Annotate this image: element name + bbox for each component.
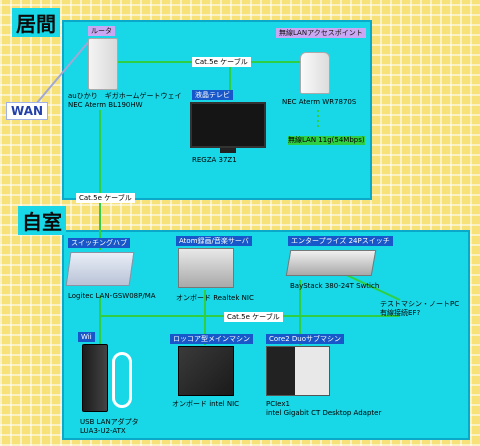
core2-name-1: PCIex1 — [266, 400, 290, 408]
ap-tag: 無線LANアクセスポイント — [276, 28, 366, 38]
wii-console-icon — [82, 344, 108, 412]
private-room-label: 自室 — [18, 206, 66, 235]
atom-name: オンボード Realtek NIC — [176, 294, 254, 302]
wii-name-1: USB LANアダプタ — [80, 418, 139, 426]
enterprise-switch-icon — [285, 250, 377, 276]
wii-tag: Wii — [78, 332, 95, 342]
main-machine-tag: ロッコア型メインマシン — [170, 334, 253, 344]
wan-line — [35, 39, 91, 105]
enterprise-switch-name: BayStack 380-24T Swtich — [290, 282, 380, 290]
router-name-1: auひかり ギガホームゲートウェイ — [68, 92, 182, 100]
test-machine-name-1: テストマシン・ノートPC — [380, 300, 460, 308]
router-tag: ルータ — [88, 26, 115, 36]
main-machine-name: オンボード intel NIC — [172, 400, 240, 408]
ap-name: NEC Aterm WR7870S — [282, 98, 357, 106]
living-cable-label: Cat.5e ケーブル — [192, 57, 251, 67]
uplink-cable-label: Cat.5e ケーブル — [76, 193, 135, 203]
living-room-label: 居間 — [12, 8, 60, 37]
main-machine-icon — [178, 346, 234, 396]
hub-name: Logitec LAN-GSW08P/MA — [68, 292, 156, 300]
tv-tag: 液晶テレビ — [192, 90, 233, 100]
wireless-label: 無線LAN 11g(54Mbps) — [288, 136, 365, 145]
test-machine-name-2: 有線接続EF? — [380, 309, 421, 317]
wii-name-2: LUA3-U2-ATX — [80, 427, 126, 435]
tv-stand-icon — [220, 148, 236, 153]
private-cable-label: Cat.5e ケーブル — [224, 312, 283, 322]
usb-lan-adapter-icon — [112, 352, 132, 408]
wan-label: WAN — [6, 102, 49, 120]
router-name-2: NEC Aterm BL190HW — [68, 101, 143, 109]
atom-server-icon — [178, 248, 234, 288]
atom-tag: Atom録画/音楽サーバ — [176, 236, 252, 246]
core2-name-2: intel Gigabit CT Desktop Adapter — [266, 409, 382, 417]
core2-tag: Core2 Duoサブマシン — [266, 334, 344, 344]
tv-name: REGZA 37Z1 — [192, 156, 237, 164]
access-point-icon — [300, 52, 330, 94]
enterprise-switch-tag: エンタープライズ 24Pスイッチ — [288, 236, 393, 246]
core2-machine-icon — [266, 346, 330, 396]
hub-tag: スイッチングハブ — [68, 238, 130, 248]
tv-device-icon — [190, 102, 266, 148]
router-device-icon — [88, 38, 118, 90]
switching-hub-icon — [65, 252, 135, 286]
